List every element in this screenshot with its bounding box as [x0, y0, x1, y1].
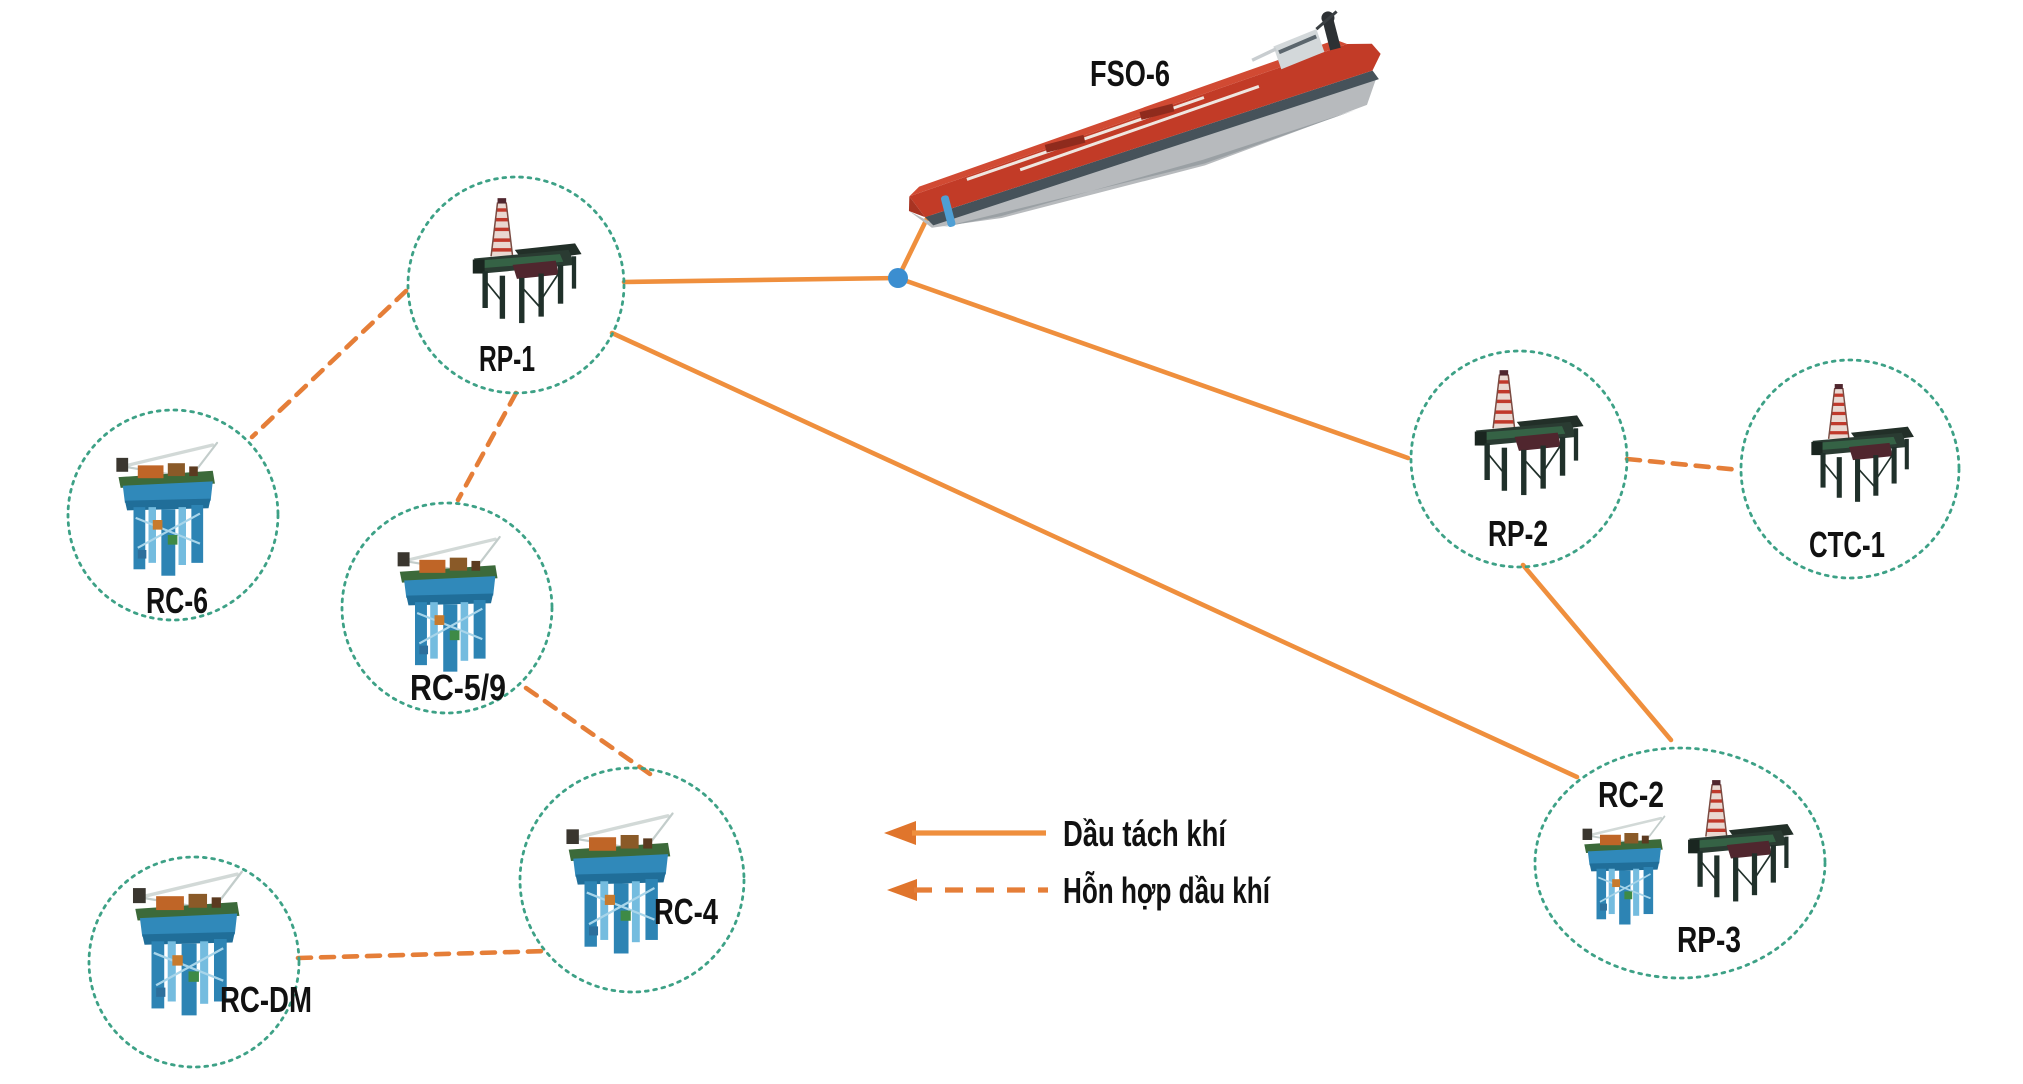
- node-label-rc-4: RC-4: [654, 891, 718, 932]
- node-label-rp-3: RP-3: [1677, 919, 1741, 960]
- pipeline-solid-rp1-rc2: [609, 330, 1580, 780]
- pipeline-solid-rp1-junction: [621, 275, 901, 285]
- rp-platform-icon: [471, 196, 584, 325]
- fso-tanker-icon: [908, 10, 1381, 228]
- node-rc-2-rp-3: RC-2 RP-3: [1581, 774, 1796, 960]
- node-ctc-1: CTC-1: [1809, 382, 1916, 565]
- rc-platform-icon: [564, 811, 675, 956]
- node-circle-rc-6: [66, 408, 280, 622]
- node-label-rc-dm: RC-DM: [220, 979, 312, 1020]
- node-label-ctc-1: CTC-1: [1809, 524, 1885, 565]
- node-label-rc-6: RC-6: [146, 580, 208, 621]
- legend: Dầu tách khí Hỗn hợp dầu khí: [884, 813, 1271, 911]
- node-rp-1: RP-1: [471, 196, 584, 379]
- rp-platform-icon: [1473, 368, 1586, 497]
- node-label-rp-1: RP-1: [479, 338, 535, 379]
- legend-item-dashed: Hỗn hợp dầu khí: [887, 870, 1271, 911]
- legend-dashed-label: Hỗn hợp dầu khí: [1063, 870, 1271, 911]
- node-rc-5-9: RC-5/9: [395, 535, 506, 708]
- rc-platform-icon: [395, 535, 502, 674]
- pipeline-dashed-rc4-rc59: [523, 685, 653, 777]
- pipeline-solid-junction-rp2: [895, 275, 1411, 461]
- legend-solid-label: Dầu tách khí: [1063, 813, 1227, 854]
- node-circle-rp-2: [1409, 349, 1629, 569]
- node-rp-2: RP-2: [1473, 368, 1586, 554]
- node-label-fso-6: FSO-6: [1090, 53, 1170, 94]
- pipeline-solid-rp2-rc2: [1520, 562, 1674, 743]
- rc-platform-icon: [114, 441, 219, 578]
- node-circle-rc-dm: [87, 855, 301, 1069]
- rp-platform-icon: [1686, 778, 1796, 904]
- pipeline-dashed-ctc1-rp2: [1624, 456, 1743, 473]
- rp-platform-icon: [1809, 382, 1916, 504]
- node-rc-4: RC-4: [564, 811, 718, 956]
- node-label-rp-2: RP-2: [1488, 513, 1548, 554]
- legend-solid-arrowhead-icon: [884, 821, 916, 845]
- pipeline-dashed-rc59-rp1: [455, 390, 519, 503]
- node-rc-dm: RC-DM: [131, 870, 312, 1020]
- node-rc-6: RC-6: [114, 441, 219, 621]
- node-circle-rp-1: [406, 175, 626, 395]
- legend-dashed-arrowhead-icon: [887, 879, 917, 901]
- pipeline-dashed-rcdm-rc4: [295, 948, 552, 961]
- node-circle-rc-4: [518, 766, 746, 994]
- junction-dot: [888, 268, 908, 288]
- node-circles: [66, 175, 1961, 1069]
- node-label-rc-2: RC-2: [1598, 774, 1664, 815]
- node-circle-ctc-1: [1739, 358, 1961, 580]
- pipeline-dashed-rc6-rp1: [249, 288, 409, 440]
- pipelines: [249, 197, 1743, 961]
- rc-platform-icon: [1581, 815, 1666, 926]
- node-circle-rc-5-9: [340, 501, 554, 715]
- node-label-rc-5-9: RC-5/9: [410, 667, 506, 708]
- node-fso-6: FSO-6: [908, 10, 1381, 228]
- node-circle-rc2-rp3: [1533, 746, 1827, 980]
- legend-item-solid: Dầu tách khí: [884, 813, 1227, 854]
